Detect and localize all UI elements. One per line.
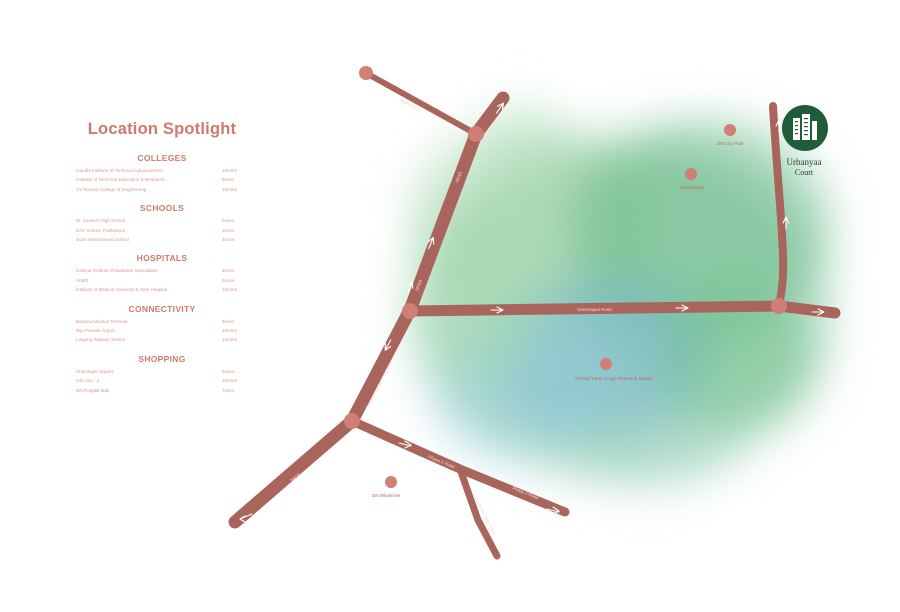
road-label-nh16-mid: NH16 [414,279,423,292]
list-item: Institute of Technical Education & Resea… [62,175,262,184]
place-label-dn-city-park: DN City Park [717,141,744,146]
arrow-down-icon [384,339,392,351]
section-hospitals: HOSPITALS Kalinga Institute of Diabetes S… [62,253,262,294]
location-spotlight-panel: Location Spotlight COLLEGES Gandhi Instit… [62,120,262,404]
travel-time: 5mins [222,268,235,274]
list-item: CV Raman College of Engineering 10mins [62,185,262,194]
road-industrial [456,465,501,560]
section-heading: CONNECTIVITY [128,303,196,314]
arrow-up-icon [406,280,414,294]
arrow-up-icon [496,102,504,114]
list-item: AIIMS 5mins [62,276,262,285]
travel-time: 2mins [222,237,235,243]
project-logo: Urbanyaa Court [782,105,828,177]
list-item: Biju Patnaik Airport 10mins [62,326,262,335]
list-item: Kalinga Institute of Diabetes Specialiti… [62,266,262,275]
arrow-down-icon [489,523,499,539]
direction-arrows [239,102,825,539]
travel-time: 2mins [222,218,235,224]
travel-time: 8mins [222,177,235,183]
section-heading: SHOPPING [138,353,186,364]
travel-time: 5mins [222,368,235,374]
place-marker-dn-city-park [724,124,736,136]
list-item: St. Xavier's High School 2mins [62,216,262,225]
places: DN City Park Gammapuri Central Tuber Cro… [372,124,744,498]
list-item: Gandhi Institute of Technical Advancemen… [62,166,262,175]
list-item: Lingaraj Railway Station 12mins [62,335,262,344]
arrow-right-icon [490,306,504,314]
place-name: St. Xavier's High School [76,218,126,224]
place-name: Baramunda Bus Terminal [76,318,128,324]
node [359,66,373,80]
arrow-up-icon [775,119,783,133]
travel-time: 5mins [222,318,235,324]
panel-sections: COLLEGES Gandhi Institute of Technical Ad… [62,153,262,395]
list-item: Doon International School 2mins [62,235,262,244]
road-label-nh16-upper: NH16 [454,171,463,184]
road-label-gammapuri-road: Gammapuri Road [577,307,612,312]
road-label-nh16-lower: NH16 [289,471,301,482]
road-jagamara [363,70,479,137]
junction-nodes [344,66,787,429]
node [771,298,787,314]
place-label-dn-wildernes: DN Wildernes [372,493,401,498]
arrow-up-icon [782,216,790,230]
arrow-right-icon [546,506,560,515]
travel-time: 10mins [222,186,237,192]
arrow-up-icon [427,236,435,250]
place-name: Institute of Technical Education & Resea… [76,177,165,183]
travel-time: 5mins [222,277,235,283]
list-item: DN Regalia Mall 7mins [62,386,262,395]
place-name: Institute of Medical Sciences & Sum Hosp… [76,287,168,293]
place-name: Info City - 2 [76,378,100,384]
arrow-right-icon [675,304,689,312]
place-name: DN Regalia Mall [76,387,110,393]
place-name: DAV School, Pokhariput [76,227,125,233]
travel-time: 7mins [222,387,235,393]
travel-time: 10mins [222,378,237,384]
section-heading: COLLEGES [137,153,187,163]
travel-time: 10mins [222,287,237,293]
place-name: CV Raman College of Engineering [76,186,147,192]
section-heading: SCHOOLS [139,203,185,214]
node [402,303,418,319]
list-item: Khandagiri Square 5mins [62,367,262,376]
project-name: Urbanyaa [787,157,822,167]
place-marker-gammapuri [685,168,697,180]
place-name: Doon International School [76,237,129,243]
place-marker-research-station [600,358,612,370]
arrow-right-icon [811,308,825,316]
node [468,126,484,142]
travel-time: 2mins [222,227,235,233]
place-name: Lingaraj Railway Station [76,337,126,343]
place-name: Biju Patnaik Airport [76,328,115,334]
project-sub: Court [795,168,814,177]
list-item: Info City - 2 10mins [62,376,262,385]
place-name: Khandagiri Square [76,368,115,374]
list-item: DAV School, Pokhariput 2mins [62,226,262,235]
place-label-gammapuri: Gammapuri [680,185,704,190]
place-name: Kalinga Institute of Diabetes Specialiti… [76,268,158,274]
place-label-research-station: Central Tuber Crops Research Station [575,376,653,381]
place-marker-dn-wildernes [385,476,397,488]
watercolor-wash [410,100,830,490]
list-item: Baramunda Bus Terminal 5mins [62,317,262,326]
section-colleges: COLLEGES Gandhi Institute of Technical Ad… [62,153,262,194]
travel-time: 10mins [222,168,237,173]
place-name: AIIMS [76,277,89,283]
section-heading: HOSPITALS [136,253,188,264]
travel-time: 10mins [222,328,237,334]
road-project-access [769,102,788,310]
arrow-left-icon [239,513,253,523]
arrow-right-icon [398,440,412,449]
place-name: Gandhi Institute of Technical Advancemen… [76,168,163,173]
travel-time: 12mins [222,337,237,343]
node [344,413,360,429]
list-item: Institute of Medical Sciences & Sum Hosp… [62,285,262,294]
panel-title: Location Spotlight [87,120,237,138]
